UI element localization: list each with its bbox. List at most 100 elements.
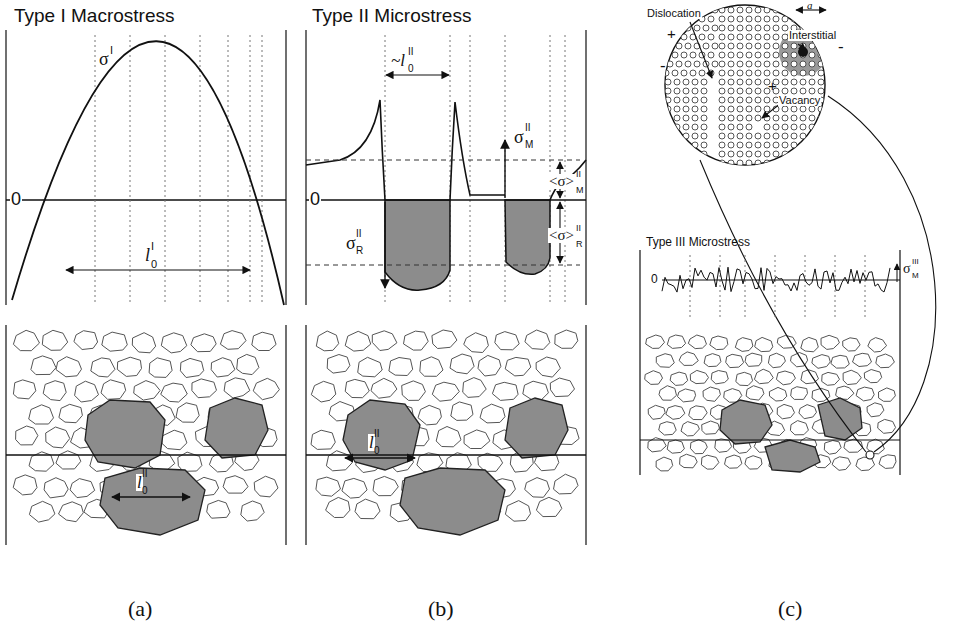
grain [689, 406, 708, 420]
grain [536, 497, 561, 516]
atom [782, 115, 788, 121]
atom [665, 97, 671, 103]
grain [745, 456, 762, 469]
grain [59, 404, 83, 422]
grain [418, 405, 441, 425]
grain [220, 331, 246, 350]
grain [715, 439, 732, 452]
atom [712, 61, 718, 67]
atom [773, 7, 779, 13]
grain [791, 387, 808, 400]
grain [821, 335, 839, 349]
grain [505, 357, 531, 376]
atom [692, 124, 698, 130]
atom [737, 34, 743, 40]
atom [791, 142, 797, 148]
label: + [768, 78, 777, 93]
grain [878, 419, 896, 433]
atom [685, 25, 691, 31]
grain [432, 330, 457, 349]
grain [372, 331, 397, 351]
atom [665, 115, 671, 121]
grain [149, 358, 172, 378]
atom [818, 88, 824, 94]
grain [436, 427, 461, 447]
atom [791, 133, 797, 139]
atom [737, 106, 743, 112]
grain [358, 357, 383, 377]
label: (c) [778, 598, 802, 620]
label: (b) [428, 598, 454, 620]
atom [712, 25, 718, 31]
atom [719, 7, 725, 13]
atom [746, 34, 752, 40]
atom [809, 124, 815, 130]
grain [44, 478, 68, 498]
grain [420, 357, 443, 377]
atom [703, 43, 709, 49]
atom [764, 7, 770, 13]
atom [809, 160, 815, 166]
atom [791, 79, 797, 85]
atom [809, 79, 815, 85]
atom [764, 151, 770, 157]
label: III [912, 258, 919, 266]
atom [818, 151, 824, 157]
label: 0 [151, 259, 157, 270]
atom [782, 133, 788, 139]
label: <σ> [548, 228, 575, 243]
label: σ [345, 234, 357, 252]
atom [699, 70, 705, 76]
grain [659, 386, 677, 401]
grain [736, 372, 753, 385]
grain [525, 330, 550, 349]
microstructure-frame [6, 250, 900, 545]
grain [56, 357, 82, 377]
grain [776, 371, 795, 385]
grain [254, 476, 278, 497]
atom [800, 79, 806, 85]
grain [711, 371, 728, 384]
atom [764, 52, 770, 58]
atom [746, 79, 752, 85]
atom [755, 61, 761, 67]
atom [728, 16, 734, 22]
atom [809, 43, 815, 49]
atom [764, 142, 770, 148]
grain [735, 338, 753, 352]
label: Type I Macrostress [14, 6, 175, 25]
atom [818, 133, 824, 139]
atom [712, 43, 718, 49]
atom [719, 34, 725, 40]
atom [737, 52, 743, 58]
atom [782, 88, 788, 94]
atom [692, 115, 698, 121]
grain [867, 403, 884, 417]
atom [737, 70, 743, 76]
grain [311, 430, 335, 449]
grain [702, 421, 720, 434]
label: I [110, 45, 113, 56]
atom [764, 16, 770, 22]
grain [681, 422, 699, 436]
atom [683, 106, 689, 112]
grain [316, 331, 338, 351]
atom [728, 115, 734, 121]
atom [755, 115, 761, 121]
atom [791, 115, 797, 121]
atom [690, 52, 696, 58]
atom [809, 106, 815, 112]
label: Vacancy [778, 95, 821, 106]
atom [692, 160, 698, 166]
grain [224, 378, 250, 398]
atom [773, 151, 779, 157]
label: 0 [374, 446, 380, 456]
atom [737, 25, 743, 31]
atom [764, 43, 770, 49]
atom [764, 133, 770, 139]
grain [801, 337, 819, 351]
atom [701, 88, 707, 94]
atom [791, 43, 797, 49]
grain [667, 440, 684, 453]
atom [782, 52, 788, 58]
